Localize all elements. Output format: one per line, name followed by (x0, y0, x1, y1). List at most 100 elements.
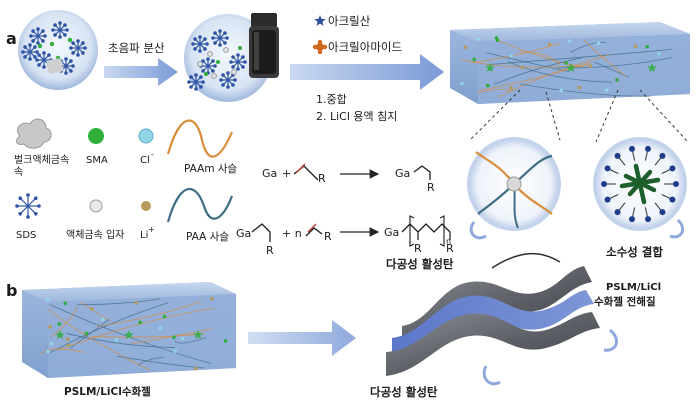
ion-dot (567, 39, 572, 43)
cl-icon (138, 128, 154, 144)
panel-label-a: a (6, 29, 17, 48)
rotate-arrow-icon (469, 221, 487, 240)
r2-prod-r2: R (446, 242, 454, 255)
ion-dot (476, 37, 480, 42)
surfactant-head (659, 152, 666, 159)
ion-dot (100, 317, 105, 322)
paam-label: PAAm 사슬 (184, 163, 238, 175)
sds-star-icon (51, 21, 69, 39)
ion-dot (596, 41, 601, 45)
ion-dot (173, 349, 177, 353)
r2-n: n (446, 237, 451, 246)
r1-prod-ga: Ga (395, 167, 410, 180)
acrylamide-label: 아크릴아마이드 (328, 40, 402, 54)
polymer-chain (498, 40, 585, 68)
ion-dot (57, 322, 62, 326)
ion-dot (460, 81, 464, 86)
r2-plus: + n (282, 227, 302, 240)
hydrogel-block (450, 22, 690, 104)
ion-dot (89, 307, 94, 311)
acrylamide-icon (312, 39, 328, 55)
polymer-chain (96, 300, 202, 328)
ion-dot (66, 343, 71, 348)
ion-dot (193, 366, 198, 371)
ion-dot (645, 44, 649, 49)
ion-dot (172, 335, 176, 340)
ion-dot (604, 88, 609, 92)
polymer-chain (174, 337, 207, 344)
sma-dot (37, 43, 43, 49)
surfactant-head (601, 181, 607, 187)
surfactant-head (628, 216, 635, 223)
sds-star-icon (15, 193, 41, 219)
bulk-lm-blob (46, 58, 64, 74)
polymer-chain (40, 348, 85, 355)
polymer-chain (137, 357, 164, 366)
bulk-lm-icon (16, 118, 52, 149)
polymer-chain (507, 61, 613, 83)
top-carbon-layer (402, 266, 592, 344)
r1-r: R (318, 172, 326, 185)
panel-label-b: b (6, 281, 17, 300)
polymer-chain (58, 307, 215, 351)
ion-dot (564, 61, 568, 65)
paam-chain-icon (166, 119, 234, 158)
ion-dot (588, 64, 593, 68)
sds-star-icon (219, 71, 237, 89)
sds-star-icon (187, 73, 205, 91)
hydrogel-block-b (22, 282, 236, 378)
ion-dot (138, 320, 142, 325)
ultrasonic-arrow (104, 58, 178, 86)
li-label: Li (140, 230, 148, 241)
ion-dot (209, 296, 214, 301)
surfactant-head (604, 165, 611, 172)
polymer-chain (117, 355, 205, 369)
cl-label: Cl (140, 155, 150, 166)
sma-dot (238, 46, 242, 50)
polymer-chain (486, 48, 673, 66)
electrolyte-label-line1: PSLM/LiCl (606, 282, 661, 293)
ion-dot (615, 78, 619, 82)
sma-dot (204, 72, 208, 76)
crosslink-star (647, 63, 657, 72)
vial-image (249, 13, 279, 78)
sds-star-icon (35, 51, 53, 69)
curved-arrow-icon (603, 328, 619, 352)
sds-star-icon (29, 27, 47, 45)
legend: 벌크액체금속 속 SMA Cl - PAAm 사슬 SDS 액체금속 입자 Li… (14, 118, 238, 243)
dispersion-bubble (184, 13, 279, 102)
acrylamide-legend: 아크릴아마이드 (312, 39, 402, 55)
ion-dot (509, 86, 513, 90)
sds-star-icon (211, 29, 229, 47)
zoom-circle-hydrophobic (593, 137, 687, 239)
sds-star-icon (21, 43, 39, 61)
acrylic-acid-star-icon (314, 15, 326, 26)
ion-dot (463, 45, 468, 50)
polymer-chain (461, 59, 591, 68)
ion-dot (547, 42, 552, 47)
sds-star-icon (191, 35, 209, 53)
surfactant-head (659, 209, 666, 216)
lm-particle-dot (211, 73, 217, 79)
r2-ga: Ga (236, 227, 251, 240)
sds-star-icon (69, 39, 87, 57)
polymer-chain (497, 54, 610, 98)
reaction-2: Ga R + n R Ga R R n (236, 215, 454, 257)
sds-label: SDS (16, 230, 36, 241)
sma-label: SMA (86, 155, 108, 166)
rotate-arrow-icon (669, 218, 684, 239)
r2-prod-ga: Ga (384, 226, 399, 239)
bottom-carbon-layer (386, 312, 600, 376)
ion-dot (657, 52, 661, 56)
ion-dot (134, 301, 138, 305)
lm-particle-label: 액체금속 입자 (66, 228, 124, 241)
r2-r2: R (324, 230, 332, 243)
surfactant-head (669, 196, 676, 203)
polymer-chain (582, 39, 627, 77)
surfactant-head (614, 152, 621, 159)
zoom-lines (469, 89, 689, 143)
surfactant-head (645, 216, 652, 223)
r1-plus: + (282, 167, 291, 180)
hydrogel-label: PSLM/LiCl수화젤 (64, 385, 151, 398)
surfactant-head (669, 165, 676, 172)
